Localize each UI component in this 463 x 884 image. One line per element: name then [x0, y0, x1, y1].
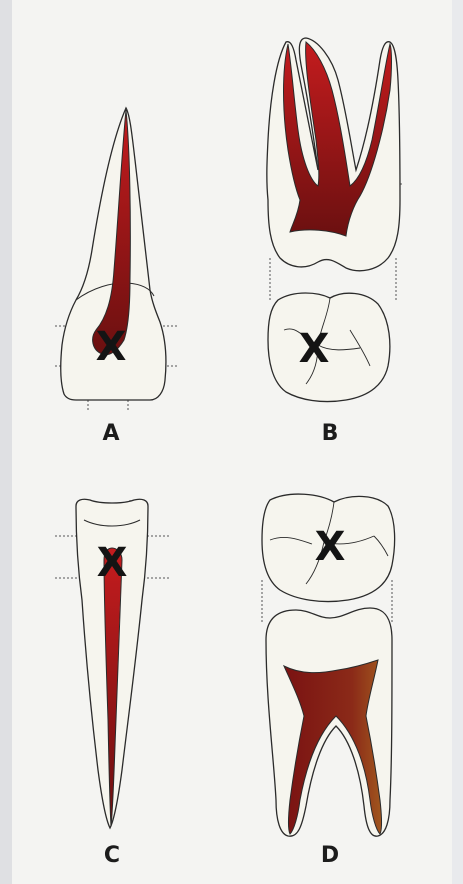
panel-b-access-mark: X	[299, 326, 330, 372]
panel-d-access-mark: X	[315, 524, 346, 570]
panel-a-label: A	[102, 421, 119, 446]
panel-a-access-mark: X	[96, 324, 127, 370]
page-shadow-left	[0, 0, 12, 884]
panel-d-label: D	[321, 843, 339, 868]
panel-c-access-mark: X	[97, 540, 128, 586]
panel-b-label: B	[322, 421, 339, 446]
panel-c-label: C	[104, 843, 120, 868]
